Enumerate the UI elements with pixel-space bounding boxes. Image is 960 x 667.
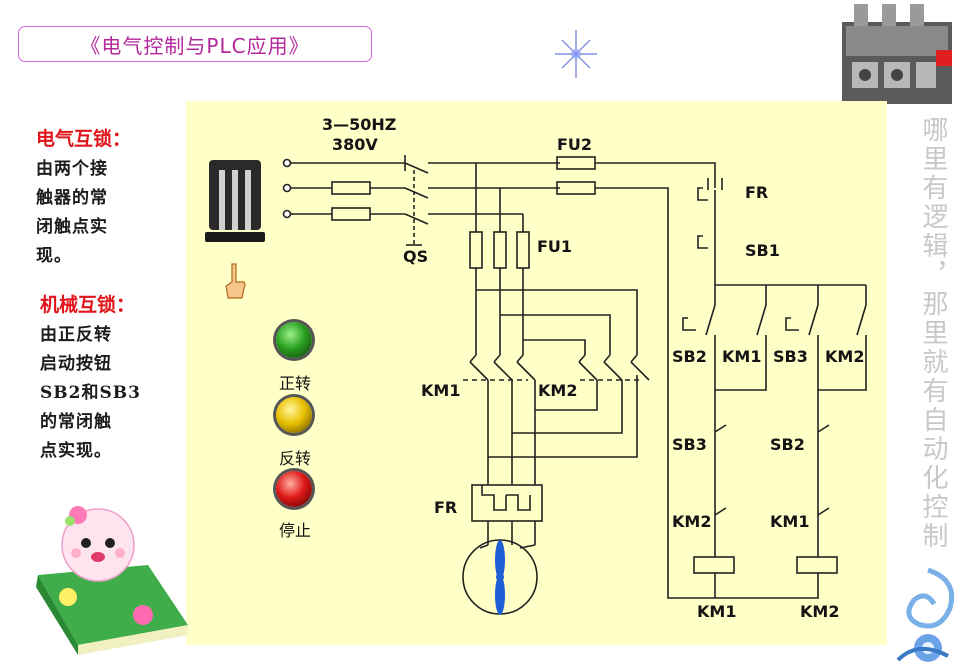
mascot-on-book-image <box>36 506 188 655</box>
sparkle-icon <box>555 30 597 78</box>
slide-title: 《电气控制与PLC应用》 <box>80 33 310 58</box>
note-line: 触器的常 <box>36 188 108 208</box>
reverse-indicator-label: 反转 <box>278 449 311 468</box>
corner-swirl-decoration <box>896 567 955 662</box>
power-switch-icon[interactable] <box>205 160 265 250</box>
note-line: 启动按钮 <box>40 354 112 374</box>
electrical-interlock-note: 电气互锁： 由两个接 触器的常 闭触点实 现。 <box>36 124 166 271</box>
thermal-relay-image <box>842 4 952 104</box>
note-line: 点实现。 <box>40 441 112 461</box>
note-line: 由正反转 <box>40 325 112 345</box>
note-line: 的常闭触 <box>40 412 112 432</box>
forward-indicator-lamp[interactable] <box>276 322 312 358</box>
electrical-interlock-heading: 电气互锁： <box>36 128 132 150</box>
note-line: 由两个接 <box>36 159 108 179</box>
note-line: SB2和SB3 <box>40 383 141 403</box>
slide-title-box: 《电气控制与PLC应用》 <box>18 26 372 62</box>
mechanical-interlock-heading: 机械互锁： <box>40 294 136 316</box>
reverse-indicator-lamp[interactable] <box>276 397 312 433</box>
side-slogan: 哪里有逻辑，那里就有自动化控制 <box>918 116 948 551</box>
forward-indicator-label: 正转 <box>278 374 311 393</box>
note-line: 闭触点实 <box>36 217 108 237</box>
stop-indicator-lamp[interactable] <box>276 471 312 507</box>
note-line: 现。 <box>36 246 72 266</box>
hand-pointer-icon <box>225 263 246 299</box>
mechanical-interlock-note: 机械互锁： 由正反转 启动按钮 SB2和SB3 的常闭触 点实现。 <box>40 290 170 466</box>
stop-indicator-label: 停止 <box>278 521 311 540</box>
